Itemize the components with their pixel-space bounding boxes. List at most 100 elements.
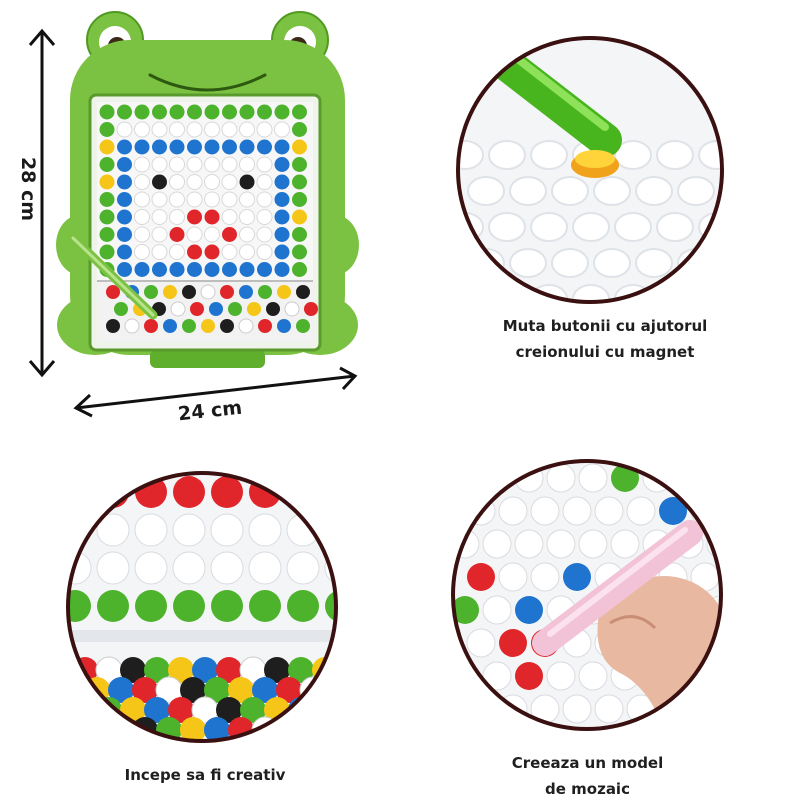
bead (187, 209, 202, 225)
bead (690, 694, 720, 724)
board-hole (656, 140, 694, 170)
bead (546, 463, 576, 493)
bead (274, 174, 290, 190)
bead (610, 529, 640, 559)
caption-bottom-right-line2: de mozaic (545, 780, 630, 798)
bead (563, 563, 591, 591)
bead (173, 590, 205, 622)
caption-bottom-right: Creeaza un model de mozaic (455, 750, 720, 802)
bead (594, 496, 624, 526)
bead (186, 174, 203, 190)
bead (257, 104, 272, 120)
bead (723, 497, 725, 525)
bead (190, 302, 204, 316)
bead (182, 319, 196, 333)
bead (287, 590, 319, 622)
bead (256, 226, 273, 243)
bead (204, 717, 230, 741)
bead (578, 661, 608, 691)
board-hole (635, 176, 673, 206)
bead (221, 121, 238, 138)
bead (276, 677, 302, 703)
bead (209, 302, 223, 316)
bead (274, 157, 290, 172)
bead (108, 677, 134, 703)
bead (562, 496, 592, 526)
bead (221, 156, 238, 173)
bead (200, 284, 216, 300)
bead (117, 262, 132, 277)
bead (690, 496, 720, 526)
bead (248, 513, 282, 547)
tray-divider (68, 630, 336, 642)
bead (222, 104, 237, 120)
bead (151, 191, 168, 208)
zoom-circle-bead-rows (65, 470, 340, 745)
bead (578, 529, 608, 559)
board-hole (551, 248, 589, 278)
bead (204, 262, 220, 277)
bead (117, 174, 132, 190)
bead (168, 697, 194, 723)
bead (124, 318, 140, 334)
bead (240, 697, 266, 723)
bead (562, 694, 592, 724)
bead (626, 496, 656, 526)
bead (274, 192, 290, 207)
bead (216, 657, 242, 683)
bead (514, 529, 544, 559)
bead (292, 192, 307, 207)
bead (134, 156, 150, 173)
bead (172, 551, 206, 585)
bead (292, 174, 307, 190)
bead (453, 463, 480, 493)
bead (152, 139, 167, 155)
bead (256, 174, 273, 190)
bead (256, 244, 273, 260)
bead (248, 551, 282, 585)
bead (106, 319, 120, 333)
bead (151, 121, 168, 138)
frog-board-beads (99, 104, 318, 334)
bead (221, 244, 238, 260)
bead (324, 717, 336, 741)
bead (96, 513, 130, 547)
board-hole (467, 176, 505, 206)
bead (186, 156, 203, 173)
bead (134, 191, 150, 208)
bead (276, 717, 302, 741)
bead (169, 139, 185, 155)
bead (169, 244, 185, 260)
bead (239, 191, 255, 208)
bead (117, 227, 132, 242)
bead (169, 227, 185, 242)
bead (239, 121, 255, 138)
bead (117, 157, 132, 172)
bead (173, 476, 205, 508)
board-hole (488, 212, 526, 242)
bead (68, 476, 91, 508)
width-arrow (73, 366, 358, 418)
board-hole (551, 176, 589, 206)
board-hole (656, 284, 694, 302)
bead (97, 590, 129, 622)
bead (274, 104, 290, 120)
bead (172, 513, 206, 547)
bead (453, 596, 479, 624)
board-hole (530, 212, 568, 242)
bead (144, 657, 170, 683)
bead (239, 104, 255, 120)
bead (204, 244, 220, 260)
frog-board-image (55, 10, 360, 380)
green-pen (478, 38, 622, 157)
bead (210, 551, 244, 585)
bead (277, 319, 291, 333)
bead (274, 121, 290, 138)
bead (296, 319, 310, 333)
bead (163, 319, 177, 333)
bead (204, 156, 220, 173)
bead (134, 262, 150, 277)
bead (277, 285, 291, 299)
bead (221, 209, 238, 225)
bead (152, 104, 167, 120)
